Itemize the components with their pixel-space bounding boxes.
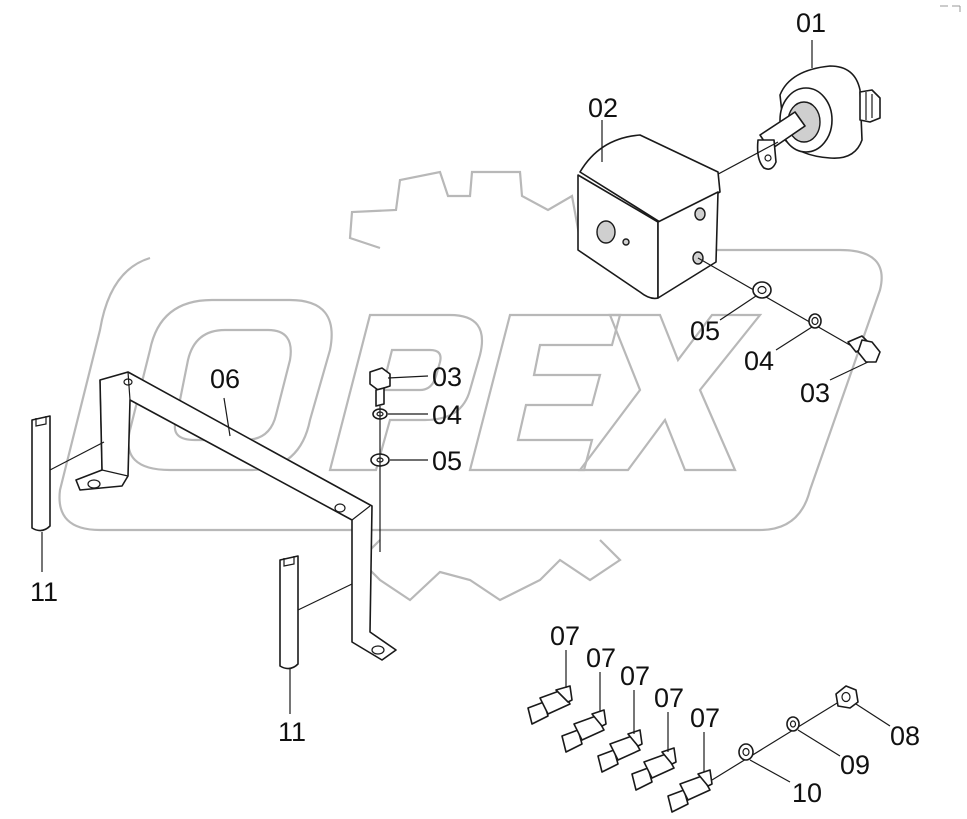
part-04-lockwasher-right bbox=[775, 313, 822, 351]
label-07-a: 07 bbox=[550, 621, 580, 651]
label-06: 06 bbox=[210, 364, 240, 394]
part-05-washer-right bbox=[719, 281, 772, 321]
label-07-c: 07 bbox=[620, 661, 650, 691]
part-11-pad-right bbox=[279, 555, 353, 714]
label-04-right: 04 bbox=[744, 346, 774, 376]
label-03-left: 03 bbox=[432, 362, 462, 392]
part-05-washer-left bbox=[370, 406, 428, 552]
label-08: 08 bbox=[890, 721, 920, 751]
label-01: 01 bbox=[796, 8, 826, 38]
label-11-left: 11 bbox=[30, 577, 58, 607]
label-03-right: 03 bbox=[800, 378, 830, 408]
label-07-d: 07 bbox=[654, 683, 684, 713]
label-10: 10 bbox=[792, 778, 822, 808]
part-07-stud-1 bbox=[527, 650, 573, 725]
label-02: 02 bbox=[588, 93, 618, 123]
part-08-nut bbox=[835, 685, 891, 727]
part-04-lockwasher-left bbox=[372, 408, 428, 420]
part-03-bolt-right bbox=[829, 335, 881, 381]
part-07-stud-5 bbox=[667, 699, 843, 813]
part-07-stud-3 bbox=[597, 690, 643, 773]
part-06-strap bbox=[75, 371, 397, 661]
part-03-bolt-left bbox=[369, 367, 429, 407]
label-04-left: 04 bbox=[432, 400, 462, 430]
part-01-switch bbox=[609, 40, 881, 233]
part-10-washer bbox=[738, 743, 791, 783]
label-07-e: 07 bbox=[690, 703, 720, 733]
label-07-b: 07 bbox=[586, 643, 616, 673]
part-09-lockwasher bbox=[786, 716, 841, 757]
part-07-stud-2 bbox=[561, 672, 607, 753]
part-07-stud-4 bbox=[631, 712, 677, 791]
part-11-pad-left bbox=[31, 415, 105, 572]
watermark-logo bbox=[58, 170, 883, 602]
label-05-right: 05 bbox=[690, 316, 720, 346]
part-02-bracket bbox=[577, 120, 863, 353]
corner-mark bbox=[940, 5, 961, 12]
label-09: 09 bbox=[840, 750, 870, 780]
label-11-right: 11 bbox=[278, 717, 306, 747]
label-05-left: 05 bbox=[432, 446, 462, 476]
callout-labels: 01 02 05 04 03 06 03 04 05 11 11 07 07 0… bbox=[30, 8, 920, 808]
